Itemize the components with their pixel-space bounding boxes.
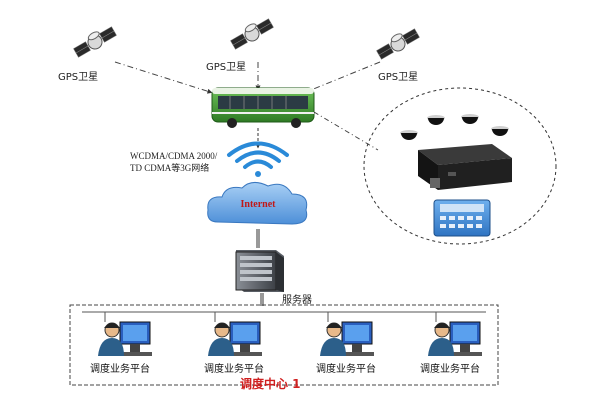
- dispatch-center-frame: [69, 304, 499, 386]
- dispatch-center-title: 调度中心 1: [240, 377, 301, 391]
- workstation-icon: [208, 321, 262, 356]
- satellite-label: GPS卫星: [58, 72, 99, 83]
- bus-icon: [211, 87, 315, 128]
- camera-icon: [427, 115, 445, 125]
- server-icon: [235, 250, 284, 292]
- satellite-label: GPS卫星: [206, 62, 247, 73]
- workstation-label: 调度业务平台: [420, 364, 480, 375]
- network-label-line2: TD CDMA等3G网络: [130, 163, 210, 173]
- wifi-icon: [227, 141, 289, 177]
- workstation-icon: [320, 321, 374, 356]
- camera-icon: [400, 130, 418, 140]
- camera-icon: [491, 126, 509, 136]
- device-link: [313, 111, 379, 151]
- workstation-icon: [428, 321, 482, 356]
- control-panel-icon: [433, 199, 491, 237]
- workstation-label: 调度业务平台: [204, 364, 264, 375]
- satellite-icon: [73, 26, 117, 58]
- gps-link-left: [114, 61, 213, 94]
- internet-label: Internet: [240, 199, 276, 210]
- server-label: 服务器: [282, 295, 312, 306]
- network-label: WCDMA/CDMA 2000/ TD CDMA等3G网络: [130, 150, 217, 174]
- satellite-icon: [230, 18, 274, 50]
- workstation-icon: [98, 321, 152, 356]
- workstation-label: 调度业务平台: [90, 364, 150, 375]
- gps-link-right: [303, 61, 381, 94]
- satellite-label: GPS卫星: [378, 72, 419, 83]
- dvr-device-icon: [418, 144, 512, 190]
- internet-cloud-icon: [207, 182, 308, 225]
- camera-icon: [461, 114, 479, 124]
- workstation-label: 调度业务平台: [316, 364, 376, 375]
- satellite-icon: [376, 28, 420, 60]
- network-label-line1: WCDMA/CDMA 2000/: [130, 151, 218, 161]
- vehicle-device-group: [363, 87, 557, 245]
